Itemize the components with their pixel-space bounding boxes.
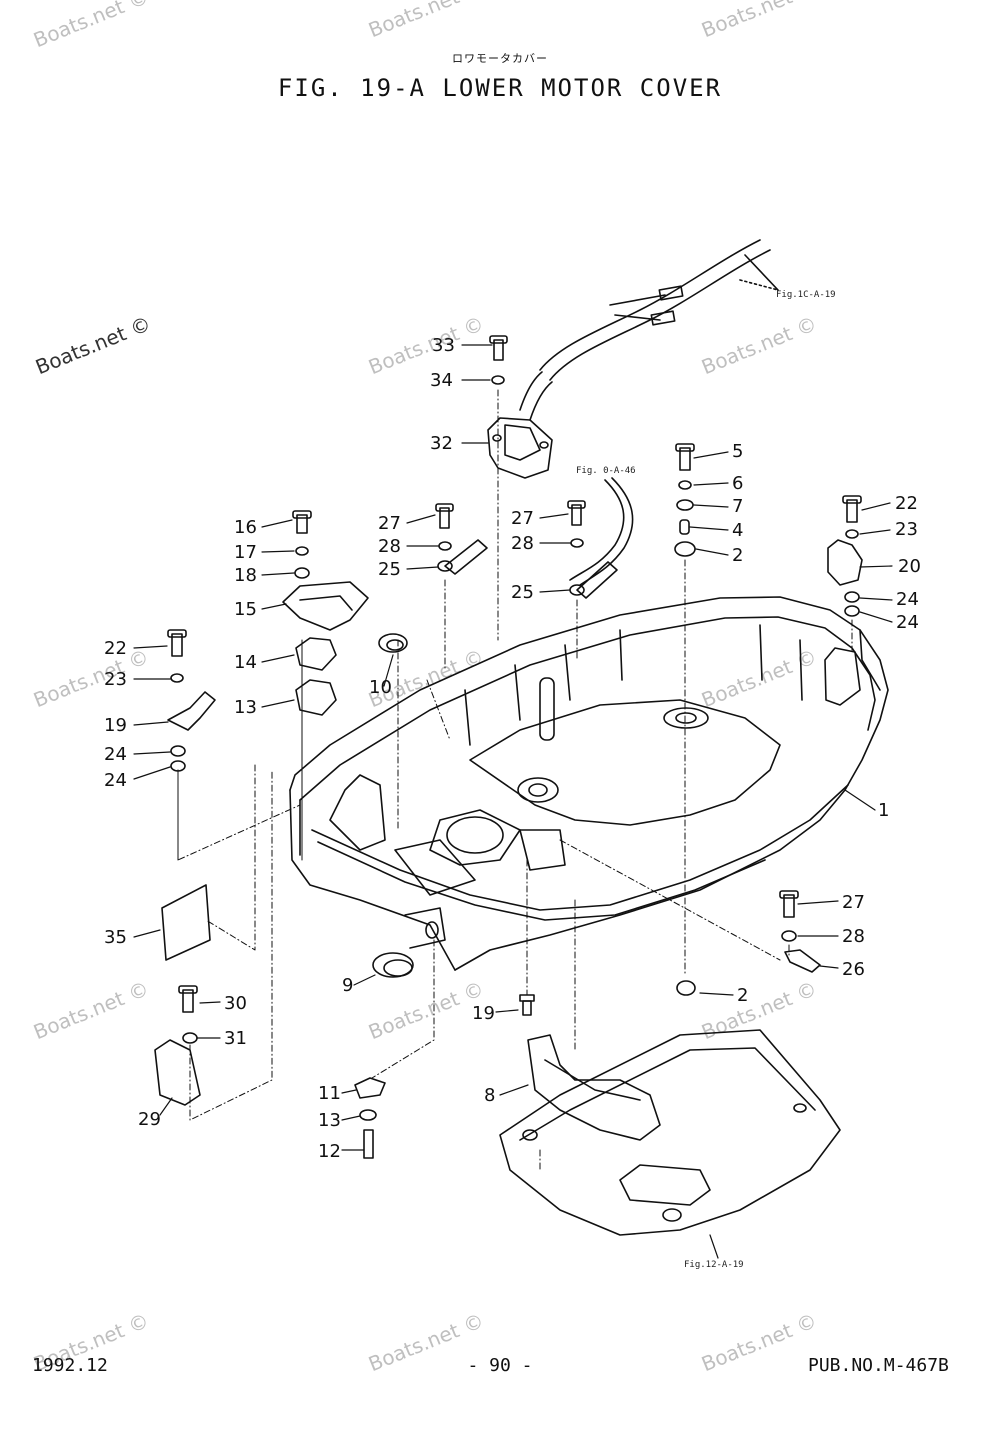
callout-7: 8 xyxy=(484,1085,495,1106)
left-bracket-stack xyxy=(167,629,216,861)
callout-28: 28 xyxy=(378,536,401,557)
hose xyxy=(569,477,634,586)
callout-8: 9 xyxy=(342,975,353,996)
lower-cover-body xyxy=(289,596,889,971)
callout-9: 10 xyxy=(369,677,392,698)
mount-plate xyxy=(499,1029,841,1236)
figure-title: FIG. 19-A LOWER MOTOR COVER xyxy=(277,74,723,102)
label-plate-35 xyxy=(161,884,211,961)
callout-26: 26 xyxy=(842,959,865,980)
callout-23: 23 xyxy=(895,519,918,540)
footer-page-number: - 90 - xyxy=(467,1355,533,1376)
callout-27: 27 xyxy=(511,508,534,529)
small-clamp-10 xyxy=(354,1077,386,1159)
center-fastener-stack xyxy=(674,443,696,996)
wire-harness xyxy=(519,239,779,421)
bracket-7 xyxy=(527,1034,661,1141)
callout-25: 25 xyxy=(511,582,534,603)
callout-24: 24 xyxy=(104,744,127,765)
callout-24: 24 xyxy=(104,770,127,791)
callout-33: 33 xyxy=(432,335,455,356)
leader-lines xyxy=(133,344,893,1259)
figure-kana-title: ロワモータカバー xyxy=(452,52,548,65)
callout-28: 28 xyxy=(511,533,534,554)
callout-28: 28 xyxy=(842,926,865,947)
grommet-8 xyxy=(372,952,414,978)
callout-27: 27 xyxy=(378,513,401,534)
callout-6: 7 xyxy=(732,496,743,517)
ref-harness: Fig.1C-A-19 xyxy=(776,290,836,300)
callout-2: 2 xyxy=(732,545,743,566)
connector-bracket-32 xyxy=(487,417,553,479)
callout-20: 19 xyxy=(104,715,127,736)
callout-34: 34 xyxy=(430,370,453,391)
callout-15: 15 xyxy=(234,599,257,620)
callout-1: 1 xyxy=(878,800,889,821)
callout-27: 27 xyxy=(842,892,865,913)
ref-mount: Fig.12-A-19 xyxy=(684,1260,744,1270)
callout-16: 16 xyxy=(234,517,257,538)
bolt-33-34 xyxy=(489,335,508,385)
callout-24: 24 xyxy=(896,589,919,610)
callout-30: 30 xyxy=(224,993,247,1014)
callout-11: 12 xyxy=(318,1141,341,1162)
callout-25: 25 xyxy=(378,559,401,580)
right-lower-fasteners xyxy=(779,890,821,973)
bolt-19 xyxy=(519,994,535,1016)
footer-publication-number: PUB.NO.M-467B xyxy=(808,1355,949,1376)
ref-hose: Fig. 0-A-46 xyxy=(576,466,636,476)
callout-4: 5 xyxy=(732,441,743,462)
callout-2: 2 xyxy=(737,985,748,1006)
right-bracket-stack xyxy=(827,495,863,617)
left-parts-stack xyxy=(282,510,369,861)
callout-29: 29 xyxy=(138,1109,161,1130)
callout-24: 24 xyxy=(896,612,919,633)
callout-13: 13 xyxy=(234,697,257,718)
callout-22: 22 xyxy=(104,638,127,659)
callout-23: 23 xyxy=(104,669,127,690)
callout-22: 22 xyxy=(895,493,918,514)
center-left-fasteners xyxy=(435,500,618,741)
callout-19: 19 xyxy=(472,1003,495,1024)
callout-5: 6 xyxy=(732,473,743,494)
callout-31: 31 xyxy=(224,1028,247,1049)
callout-3: 4 xyxy=(732,520,743,541)
callout-32: 32 xyxy=(430,433,453,454)
callout-21: 20 xyxy=(898,556,921,577)
callout-14: 14 xyxy=(234,652,257,673)
callout-10: 11 xyxy=(318,1083,341,1104)
callout-12: 13 xyxy=(318,1110,341,1131)
assembly-lines xyxy=(177,389,853,1171)
callout-35: 35 xyxy=(104,927,127,948)
callout-17: 17 xyxy=(234,542,257,563)
bracket-29 xyxy=(154,985,201,1106)
callout-numbers: 33 34 32 5 6 7 4 2 22 23 20 24 24 16 17 … xyxy=(104,335,921,1162)
callout-18: 18 xyxy=(234,565,257,586)
footer-date: 1992.12 xyxy=(32,1355,108,1376)
grommet-9 xyxy=(378,633,408,653)
